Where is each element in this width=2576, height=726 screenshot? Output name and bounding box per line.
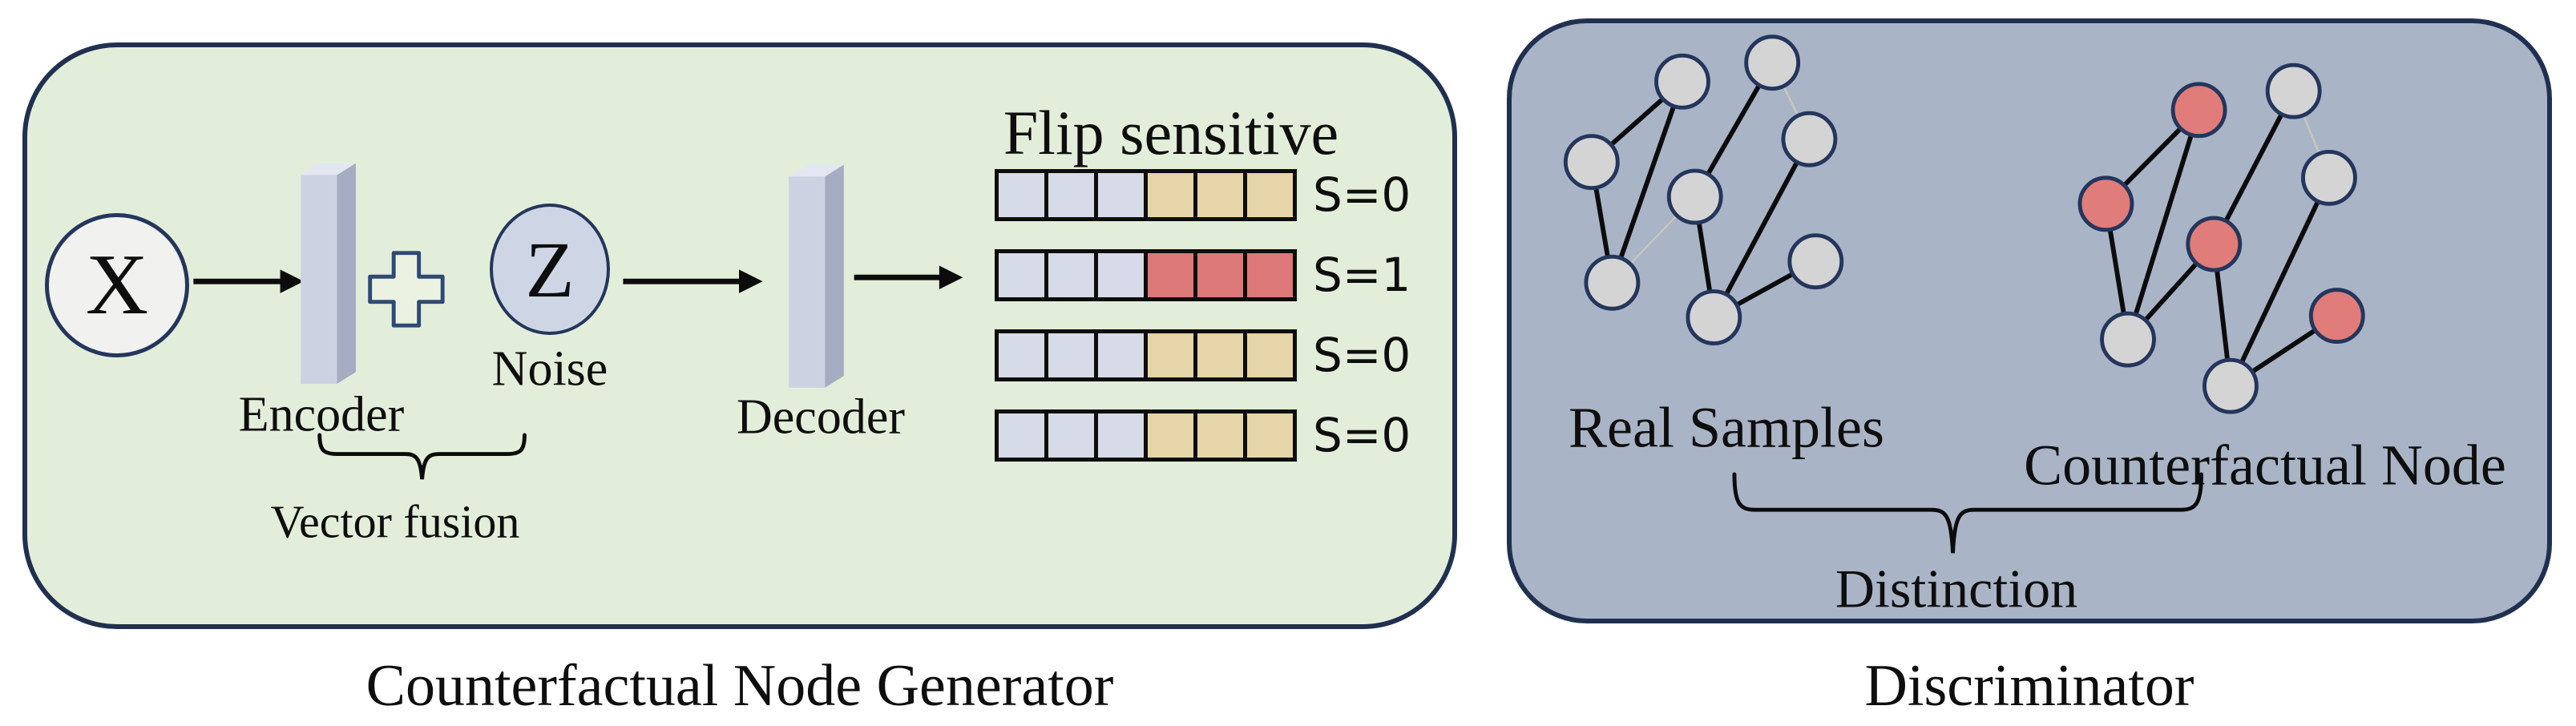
flipped-cell: [1243, 249, 1297, 301]
noise-node: Z: [490, 204, 610, 335]
real-samples-label: Real Samples: [1569, 395, 1884, 460]
real-node-circle: [1686, 289, 1742, 346]
sensitive-cell: [1193, 169, 1247, 221]
flip-row: S=1: [995, 249, 1411, 301]
real-node-circle: [1744, 34, 1801, 91]
sensitive-cell: [1144, 169, 1197, 221]
real-node-circle: [1781, 111, 1838, 167]
plus-icon: [368, 251, 445, 328]
vector-fusion-label: Vector fusion: [270, 495, 520, 548]
real-node-circle: [1563, 134, 1620, 191]
encoder-label: Encoder: [238, 387, 405, 442]
sensitive-cell: [1144, 409, 1197, 462]
discriminator-caption: Discriminator: [1864, 653, 2194, 719]
neutral-cell: [995, 169, 1048, 221]
arrow-right-icon: [854, 265, 963, 289]
flip-row: S=0: [995, 169, 1411, 221]
counterfactual-node-label: Counterfactual Node: [2024, 433, 2506, 498]
counterfactual-node-circle: [2308, 288, 2365, 345]
graph-edge: [2228, 176, 2332, 387]
flip-row-label: S=0: [1313, 408, 1411, 462]
sensitive-cell: [1193, 329, 1247, 381]
graph-edge: [1711, 138, 1812, 319]
flipped-cell: [1144, 249, 1197, 301]
sensitive-cell: [1144, 329, 1197, 381]
counterfactual-node-circle: [2077, 175, 2134, 232]
input-node-label: X: [86, 237, 148, 333]
neutral-cell: [995, 409, 1048, 462]
fusion-brace-icon: [317, 433, 527, 480]
counterfactual-node-circle: [2170, 82, 2227, 139]
neutral-cell: [995, 329, 1048, 381]
flip-row-label: S=0: [1313, 167, 1411, 222]
decoder-label: Decoder: [737, 389, 905, 445]
flip-row: S=0: [995, 329, 1411, 381]
real-samples-graph: [1563, 34, 1844, 346]
neutral-cell: [1044, 329, 1098, 381]
input-node: X: [45, 213, 189, 357]
real-node-circle: [2100, 311, 2156, 368]
neutral-cell: [1044, 409, 1098, 462]
counterfactual-graph: [2077, 63, 2365, 414]
generator-shapes: [193, 163, 963, 480]
encoder-bar-icon: [301, 163, 356, 385]
real-node-circle: [2265, 63, 2322, 119]
real-node-circle: [2301, 149, 2357, 206]
graph-edge: [2126, 109, 2202, 341]
neutral-cell: [1094, 169, 1148, 221]
distinction-brace-icon: [1732, 472, 2203, 554]
neutral-cell: [995, 249, 1048, 301]
flip-row-label: S=1: [1313, 248, 1411, 302]
real-node-circle: [1666, 168, 1723, 225]
neutral-cell: [1094, 409, 1148, 462]
neutral-cell: [1044, 169, 1098, 221]
noise-node-symbol: Z: [525, 224, 575, 314]
generator-caption: Counterfactual Node Generator: [365, 653, 1114, 719]
noise-label: Noise: [491, 341, 608, 397]
arrow-right-icon: [193, 269, 305, 293]
graph-edge: [2211, 90, 2296, 245]
flip-sensitive-title: Flip sensitive: [1003, 98, 1339, 167]
arrow-right-icon: [623, 269, 763, 293]
discriminator-shapes: [1563, 34, 2365, 554]
decoder-bar-icon: [788, 164, 844, 388]
real-node-circle: [1654, 53, 1710, 110]
distinction-label: Distinction: [1835, 558, 2078, 619]
generator-panel: X Z Encoder Noise Decoder Vector fusion …: [22, 42, 1457, 629]
flipped-cell: [1193, 249, 1247, 301]
real-node-circle: [1584, 254, 1641, 311]
neutral-cell: [1094, 329, 1148, 381]
discriminator-panel: Real Samples Counterfactual Node Distinc…: [1507, 18, 2552, 623]
real-node-circle: [2203, 357, 2259, 414]
neutral-cell: [1044, 249, 1098, 301]
sensitive-cell: [1243, 409, 1297, 462]
neutral-cell: [1094, 249, 1148, 301]
flip-row-label: S=0: [1313, 328, 1411, 382]
sensitive-cell: [1243, 169, 1297, 221]
sensitive-cell: [1243, 329, 1297, 381]
real-node-circle: [1787, 233, 1844, 290]
flip-row: S=0: [995, 409, 1411, 462]
sensitive-cell: [1193, 409, 1247, 462]
counterfactual-node-circle: [2186, 216, 2243, 272]
graph-edge: [1609, 80, 1685, 284]
